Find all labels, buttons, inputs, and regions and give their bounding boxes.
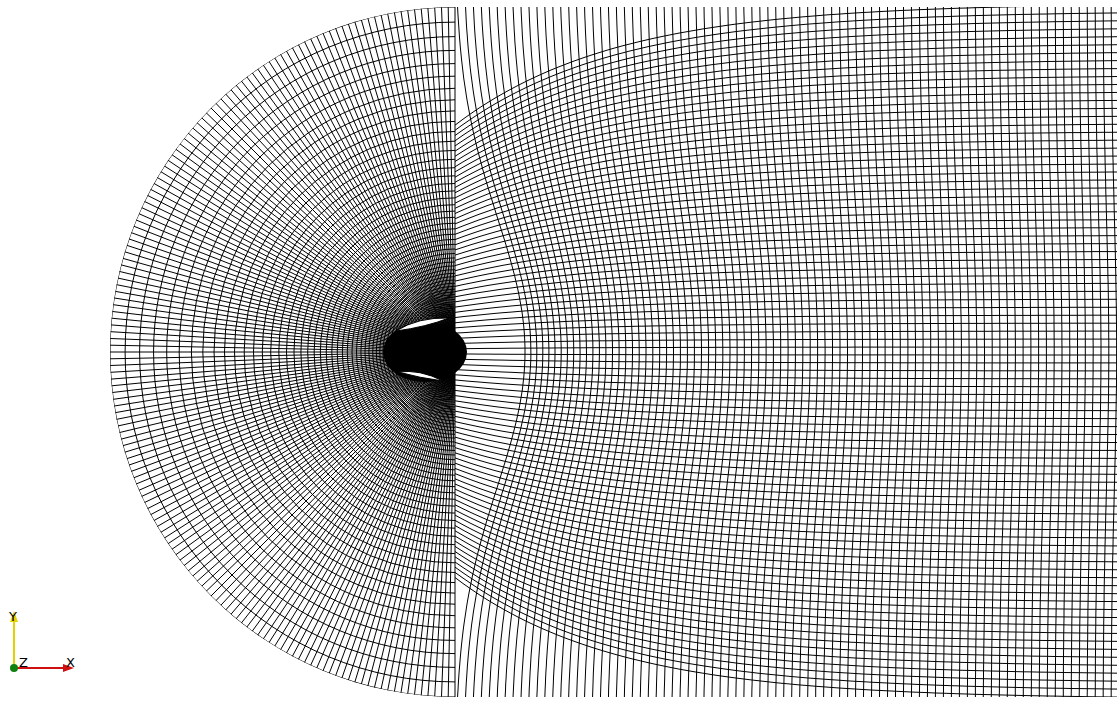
axis-triad [10,611,74,672]
axis-label: Y [9,610,17,623]
axis-label: Z [19,656,28,669]
y-arrowhead [10,611,18,622]
mesh-grid [105,0,1117,702]
upper-airfoil [396,318,449,331]
axis-label: X [66,656,75,669]
mesh-lines [105,0,1117,702]
lower-airfoil [398,371,443,381]
y-axis [13,620,15,668]
dense-core [383,322,467,382]
z-axis-dot [10,664,18,672]
